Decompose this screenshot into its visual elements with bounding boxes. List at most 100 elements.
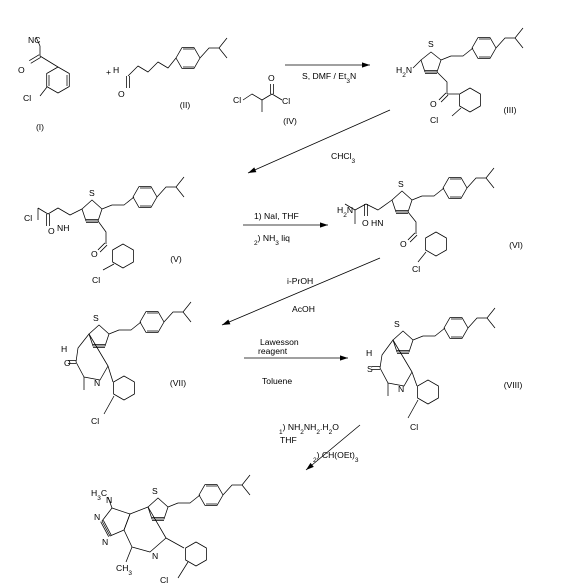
atom-label-n-VII: N [94, 378, 100, 388]
compound-label-VII: (VII) [170, 378, 186, 388]
double-bond-line [438, 92, 447, 101]
arrow-step2 [247, 109, 391, 174]
atom-label-ch3-bottom: CH3 [116, 563, 132, 577]
atom-label-cl-IV-b: Cl [282, 96, 290, 106]
bond-line [218, 47, 228, 59]
atom-label-n-product-1: N [106, 495, 112, 505]
atom-label-o-II: O [118, 89, 125, 99]
compound-label-V: (V) [170, 254, 182, 264]
bond-line [485, 177, 495, 189]
benzene-ring [132, 186, 158, 208]
bond-line [486, 317, 496, 329]
compound-label-III: (III) [504, 105, 517, 115]
chlorophenyl-III [459, 87, 481, 113]
arrow-step3-head [320, 222, 328, 228]
reagent-step3-a: 1) NaI, THF [254, 211, 299, 221]
compound-label-I: (I) [36, 122, 44, 132]
isobutyl-II [199, 37, 228, 59]
atom-label-n-VIII: N [398, 384, 404, 394]
arrow-step6 [305, 424, 361, 471]
isobutyl-chain [163, 301, 192, 323]
bond-line [411, 371, 418, 387]
carbonyl-III [436, 71, 448, 94]
atom-label-cl-product: Cl [160, 575, 168, 585]
thiophene-product [147, 497, 169, 520]
bond-drawing [29, 27, 524, 579]
ethyl-linker [440, 47, 474, 61]
atom-label-o-III: O [430, 99, 437, 109]
atom-label-nh-V: NH [57, 223, 69, 233]
atom-label-ch3-top: H3C [91, 488, 107, 502]
diazepine-product [123, 506, 167, 553]
reagent-step4-b: AcOH [292, 304, 315, 314]
carbonyl-VI [407, 211, 417, 234]
amide-chain-V [37, 207, 83, 216]
double-bond-line [440, 94, 449, 103]
arrow-step6-head [306, 462, 314, 470]
arrow-step2-head [248, 167, 257, 173]
bond-line [241, 484, 251, 496]
thiophene-III [420, 51, 442, 73]
thiophene-V [81, 199, 103, 222]
amide-chain-VI [344, 199, 393, 211]
arrow-step4-head [222, 319, 231, 325]
atom-label-s-V: S [89, 188, 95, 198]
reaction-arrows [221, 62, 391, 471]
atom-label-o-V2: O [91, 249, 98, 259]
atom-label-o-V: O [48, 226, 55, 236]
thiophene-VII [88, 324, 110, 347]
ethyl-linker [108, 321, 142, 335]
reagent-step6-a: 1) NH2NH2.H2O [279, 422, 339, 436]
reagent-step5-c: Toluene [262, 376, 292, 386]
ethyl-linker [101, 196, 135, 210]
reagent-step3-b: 2) NH3 liq [254, 233, 290, 247]
bond-line [107, 496, 113, 509]
thiophene-VIII [392, 330, 414, 353]
atom-label-n-product-2: N [94, 512, 100, 522]
double-bond-line [407, 232, 416, 241]
atom-label-cl-V2: Cl [92, 275, 100, 285]
double-bond-line [102, 520, 112, 536]
benzene-ring-II [175, 47, 201, 69]
ketonitrile-chain-I [35, 36, 59, 68]
ethyl-linker [411, 187, 445, 201]
atom-label-cl-VIII: Cl [410, 422, 418, 432]
bond-line [451, 107, 462, 117]
isobutyl-chain [495, 27, 524, 49]
bond-line [107, 365, 114, 383]
atom-label-h-VII: H [61, 344, 67, 354]
bond-line [175, 186, 185, 198]
atom-label-o-IV: O [268, 73, 275, 83]
atom-label-o-VII: O [64, 358, 71, 368]
atom-label-h2n-VI: H2N [337, 205, 353, 219]
chlorophenyl-product [185, 541, 207, 567]
isobutyl-chain [222, 474, 251, 496]
bond-line [412, 59, 422, 69]
atom-label-h2n-III: H2N [396, 65, 412, 79]
atom-label-cl-III: Cl [430, 115, 438, 125]
thiophene-VI [391, 190, 413, 213]
isobutyl-chain [467, 307, 496, 329]
atom-label-h-VIII: H [366, 348, 372, 358]
bond-line [514, 37, 524, 49]
diazepine-VIII [379, 339, 413, 387]
bond-line [177, 561, 189, 579]
atom-label-o-VI2: O [400, 239, 407, 249]
atom-label-h-II: H [113, 65, 119, 75]
atom-label-n-product-4: N [152, 551, 158, 561]
isobutyl-chain [466, 167, 495, 189]
bond-line [39, 86, 48, 97]
arrow-step5-head [340, 355, 348, 361]
reagent-step2: CHCl3 [331, 151, 356, 165]
chloropropanoyl-IV [242, 93, 283, 101]
atom-label-n-product-3: N [102, 537, 108, 547]
compound-label-II: (II) [180, 100, 191, 110]
diazepine-VII [75, 333, 109, 381]
benzene-ring [139, 311, 165, 333]
bond-line [182, 311, 192, 323]
benzene-ring [198, 484, 224, 506]
triazole-product [101, 507, 131, 537]
double-bond-line [97, 242, 106, 251]
atom-label-cl-IV-a: Cl [233, 95, 241, 105]
